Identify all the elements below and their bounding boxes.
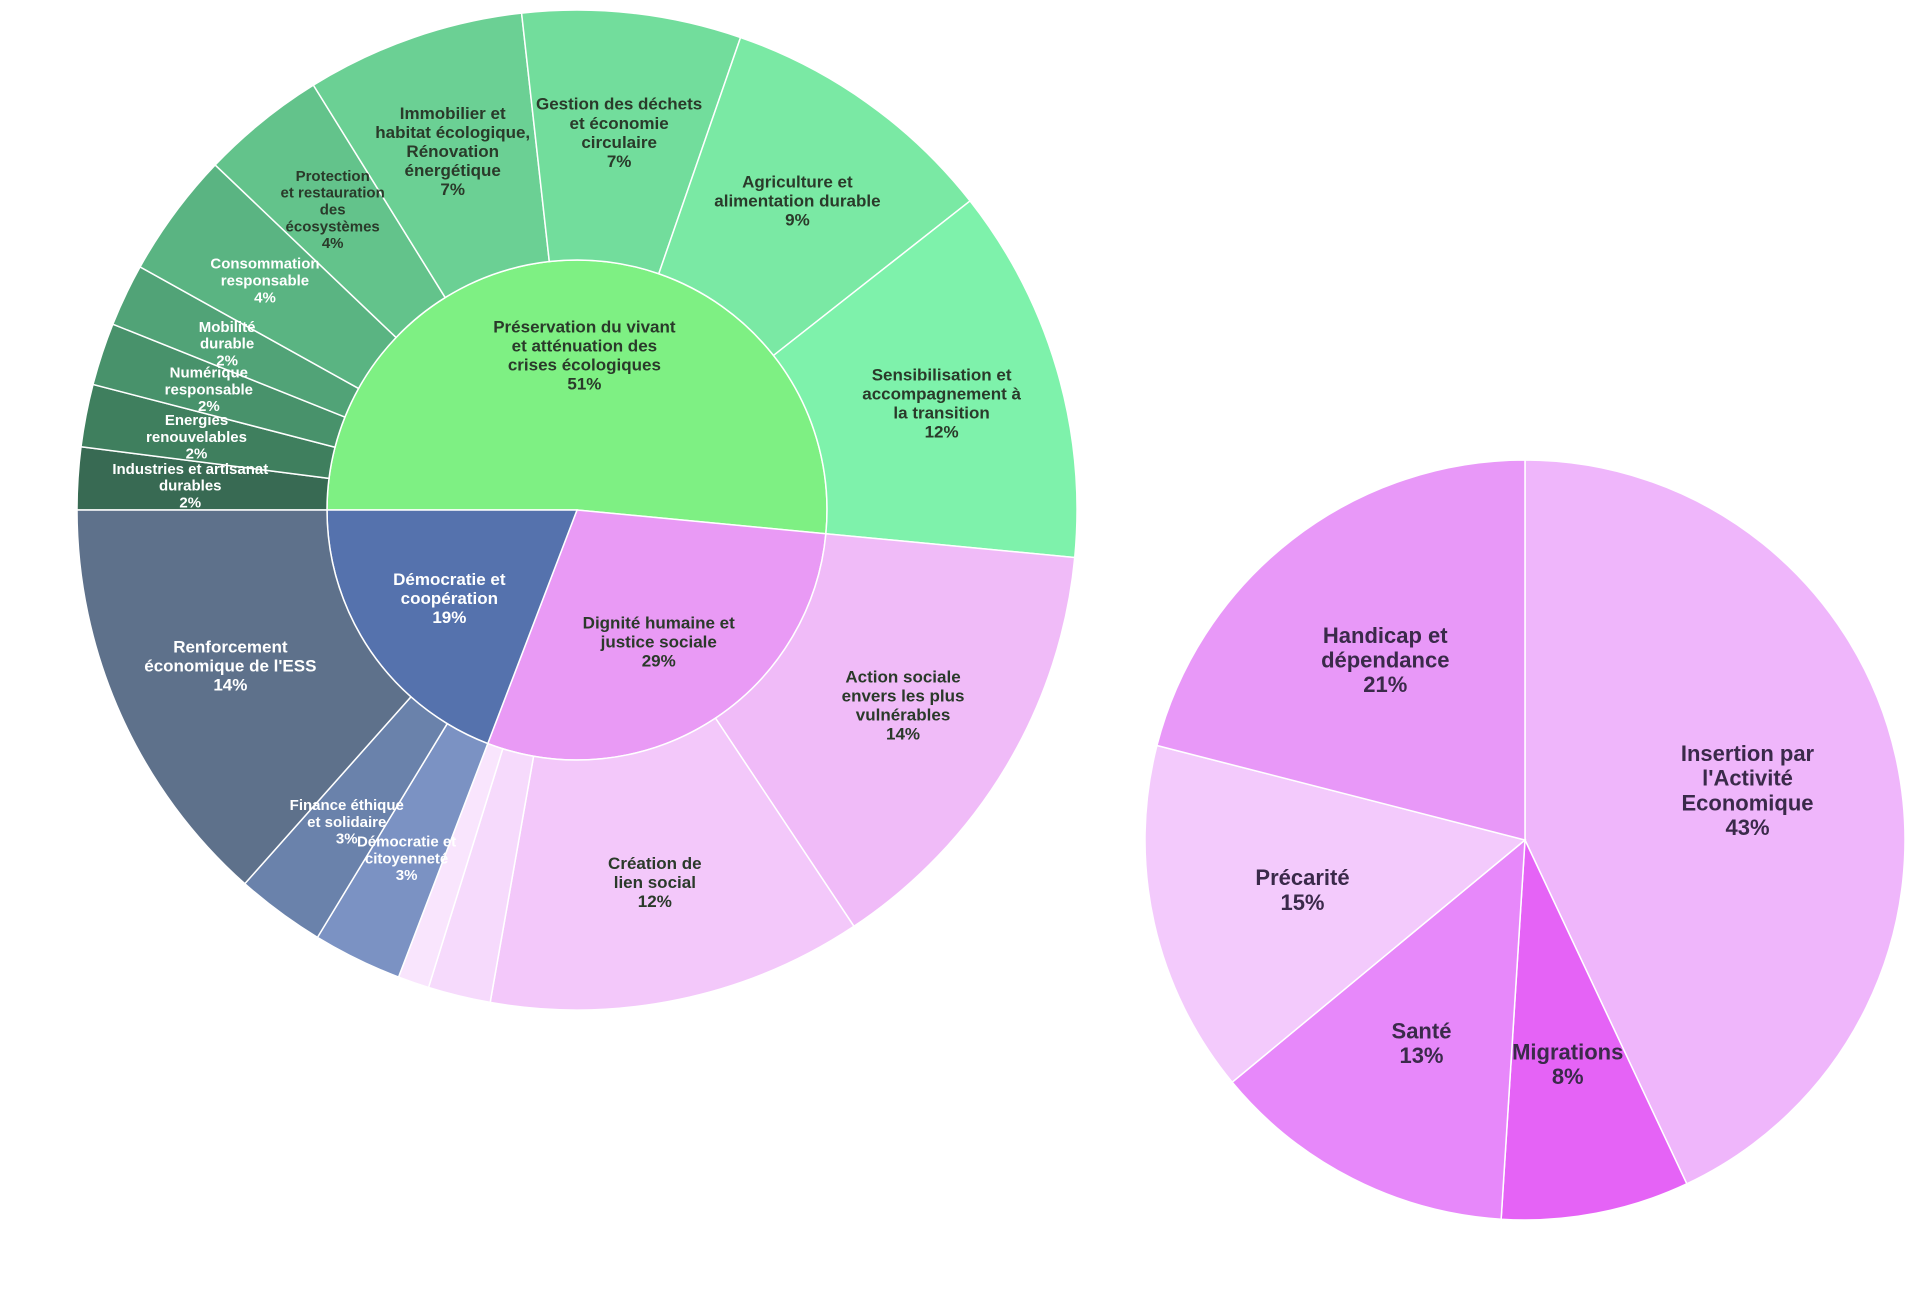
sunburst-outer-creation-de-lien-social xyxy=(489,717,856,1011)
pie-slice-insertion-par-l-activite-economique xyxy=(1524,459,1906,1185)
sunburst-outer-sensibilisation-et-accompagnement-a-la-transition xyxy=(772,199,1078,559)
sunburst-outer-action-sociale-envers-les-plus-vulnerables xyxy=(714,532,1076,928)
pie-slice-migrations xyxy=(1500,839,1688,1221)
sunburst-outer-agriculture-et-alimentation-durable xyxy=(657,36,972,357)
sunburst-outer-renforcement-economique-de-l-ess xyxy=(76,509,412,885)
pie-slice-sante xyxy=(1231,838,1526,1221)
pie-slice-handicap-et-dependance xyxy=(1156,459,1526,841)
pie-slice-precarite xyxy=(1144,744,1527,1084)
